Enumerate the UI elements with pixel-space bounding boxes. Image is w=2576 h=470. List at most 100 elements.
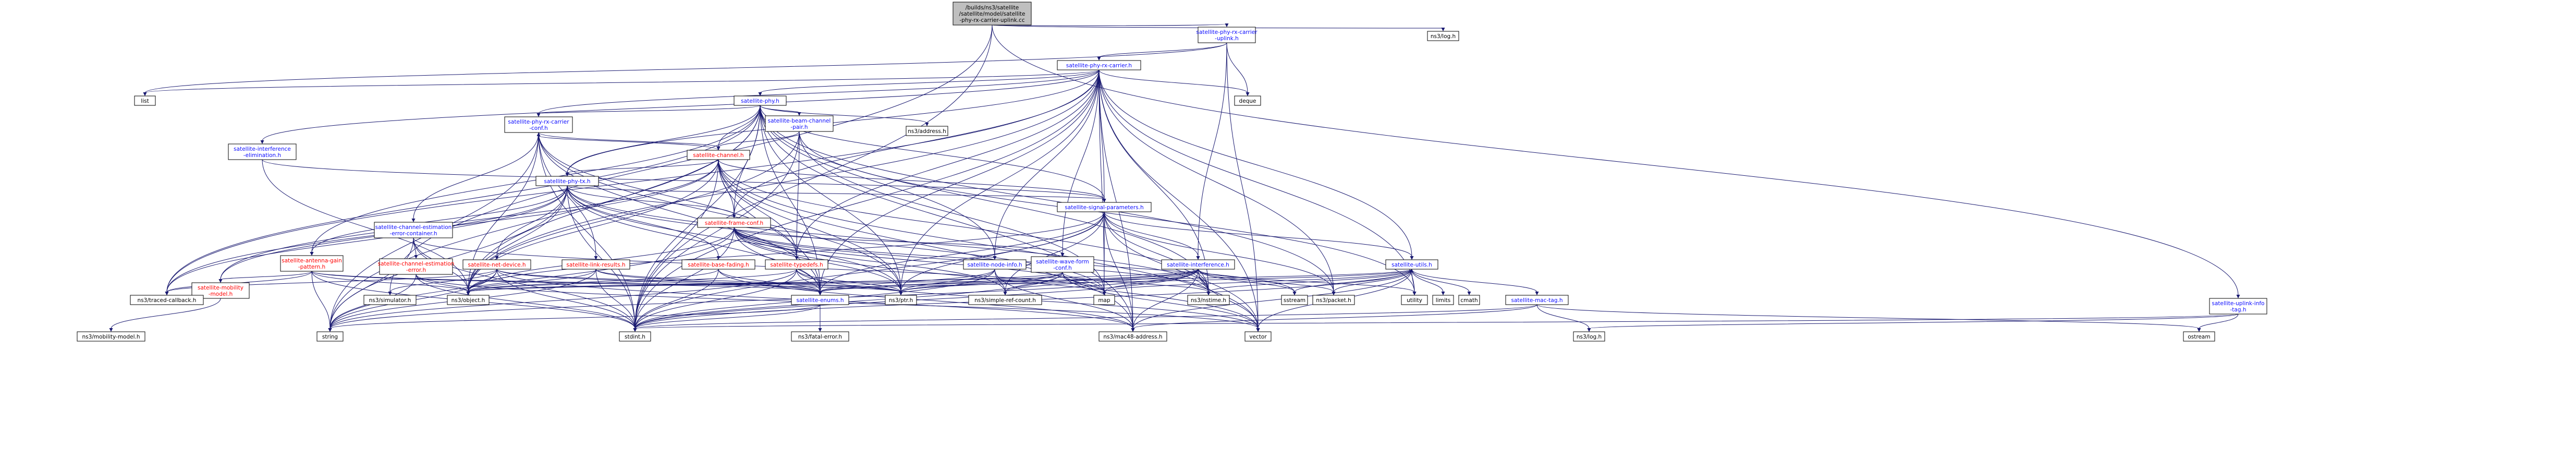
node-label: satellite-node-info.h [967, 262, 1022, 268]
node-label: list [141, 98, 149, 104]
edge-rxc-to-phyh [758, 69, 1100, 96]
node-simplerc: ns3/simple-ref-count.h [968, 295, 1042, 305]
edge-root-to-uplinkinfo [992, 25, 2240, 298]
node-label: satellite-interference [234, 146, 291, 152]
node-label: -tag.h [2230, 307, 2247, 313]
node-box [1057, 202, 1152, 212]
node-box [1161, 259, 1235, 270]
node-label: -conf.h [529, 125, 548, 131]
node-channel[interactable]: satellite-channel.h [687, 150, 750, 160]
node-nodeinfo[interactable]: satellite-node-info.h [963, 259, 1027, 270]
edge-sigparams-to-utils [1104, 211, 1414, 260]
node-box [130, 295, 204, 305]
edge-root-to-simulator [388, 25, 993, 295]
edge-utils-to-cmath [1411, 269, 1471, 295]
node-uplinkinfo[interactable]: satellite-uplink-info-tag.h [2209, 298, 2267, 315]
node-box [2183, 331, 2215, 342]
node-box [963, 259, 1027, 270]
node-enums[interactable]: satellite-enums.h [791, 295, 849, 305]
node-ceerr[interactable]: satellite-channel-estimation-error.h [378, 258, 455, 275]
node-box [681, 259, 755, 270]
node-rxc[interactable]: satellite-phy-rx-carrier.h [1057, 60, 1141, 70]
node-antenna[interactable]: satellite-antenna-gain-pattern.h [280, 255, 344, 272]
node-box [1573, 331, 1605, 342]
node-interference[interactable]: satellite-interference.h [1161, 259, 1235, 270]
node-box [77, 331, 145, 342]
node-box [968, 295, 1042, 305]
edge-cee-to-string [328, 237, 414, 332]
node-mactag[interactable]: satellite-mac-tag.h [1505, 295, 1569, 305]
edge-enums-to-fatal [818, 304, 822, 332]
edge-interference-to-ptr [899, 269, 1199, 295]
node-box [1505, 295, 1569, 305]
node-box [462, 259, 531, 270]
node-label: satellite-channel.h [693, 152, 743, 159]
edge-phytx-to-object [466, 185, 568, 295]
edge-root-to-rxul [992, 23, 1229, 27]
node-sstream: sstream [1281, 295, 1308, 305]
node-label: ns3/nstime.h [1191, 297, 1226, 304]
node-label: satellite-net-device.h [468, 262, 526, 268]
node-sigparams[interactable]: satellite-signal-parameters.h [1057, 202, 1152, 212]
edge-mactag-to-stdint [633, 304, 1537, 332]
node-mobilitymodel[interactable]: satellite-mobility-model.h [191, 282, 250, 299]
edge-rxul-to-vector [1226, 42, 1260, 332]
edge-rxc-to-deque [1098, 69, 1250, 96]
node-utils[interactable]: satellite-utils.h [1385, 259, 1438, 270]
edge-rxc-to-list [143, 69, 1100, 96]
node-label: -conf.h [1053, 265, 1072, 271]
node-taglog: ns3/log.h [1573, 331, 1605, 342]
node-basefad[interactable]: satellite-base-fading.h [681, 259, 755, 270]
node-box [1385, 259, 1438, 270]
node-netdev[interactable]: satellite-net-device.h [462, 259, 531, 270]
node-box [1093, 295, 1115, 305]
node-box [765, 115, 834, 132]
node-box [561, 259, 630, 270]
node-box [1281, 295, 1308, 305]
node-box [1432, 295, 1454, 305]
node-label: satellite-frame-conf.h [705, 220, 763, 226]
node-label: /satellite/model/satellite [959, 11, 1025, 17]
node-object: ns3/object.h [447, 295, 490, 305]
node-label: satellite-base-fading.h [688, 262, 749, 268]
edge-channel-to-rxconf [536, 132, 719, 151]
edge-mactag-to-mac48 [1131, 304, 1537, 332]
edge-phytx-to-sigparams [567, 185, 1106, 202]
node-frameconf[interactable]: satellite-frame-conf.h [697, 218, 771, 228]
node-phytx[interactable]: satellite-phy-tx.h [535, 176, 599, 186]
node-address: ns3/address.h [906, 126, 948, 136]
edge-beampan-to-channel [716, 131, 800, 150]
node-root[interactable]: /builds/ns3/satellite/satellite/model/sa… [953, 2, 1032, 26]
node-label: -pattern.h [298, 264, 325, 270]
node-box [280, 255, 344, 272]
node-box [619, 331, 651, 342]
edge-rxc-to-waveform [1060, 69, 1100, 257]
node-label: satellite-beam-channel [768, 118, 831, 124]
edge-channel-to-phytx [565, 159, 719, 176]
node-box [228, 143, 297, 160]
node-box [791, 331, 849, 342]
node-box [1057, 60, 1141, 70]
edge-sigparams-to-nstime [1104, 211, 1211, 295]
node-phyh[interactable]: satellite-phy.h [734, 95, 787, 106]
node-cee[interactable]: satellite-channel-estimation-error-conta… [374, 222, 453, 238]
node-typedefs[interactable]: satellite-typedefs.h [765, 259, 828, 270]
node-box [791, 295, 849, 305]
node-ielim[interactable]: satellite-interference-elimination.h [228, 143, 297, 160]
node-rxconf[interactable]: satellite-phy-rx-carrier-conf.h [504, 116, 573, 133]
edge-phytx-to-frameconf [567, 185, 736, 218]
node-linkres[interactable]: satellite-link-results.h [561, 259, 630, 270]
node-label: ns3/simulator.h [369, 297, 411, 304]
node-fatal: ns3/fatal-error.h [791, 331, 849, 342]
node-box [1098, 331, 1167, 342]
node-label: ns3/log.h [1431, 33, 1456, 40]
node-label: -pair.h [790, 124, 808, 130]
node-rxul[interactable]: satellite-phy-rx-carrier-uplink.h [1196, 27, 1258, 43]
node-beampan[interactable]: satellite-beam-channel-pair.h [765, 115, 834, 132]
node-box [687, 150, 750, 160]
node-waveform[interactable]: satellite-wave-form-conf.h [1031, 256, 1094, 273]
node-utility: utility [1401, 295, 1428, 305]
node-box [697, 218, 771, 228]
edge-utils-to-enums [818, 269, 1412, 295]
